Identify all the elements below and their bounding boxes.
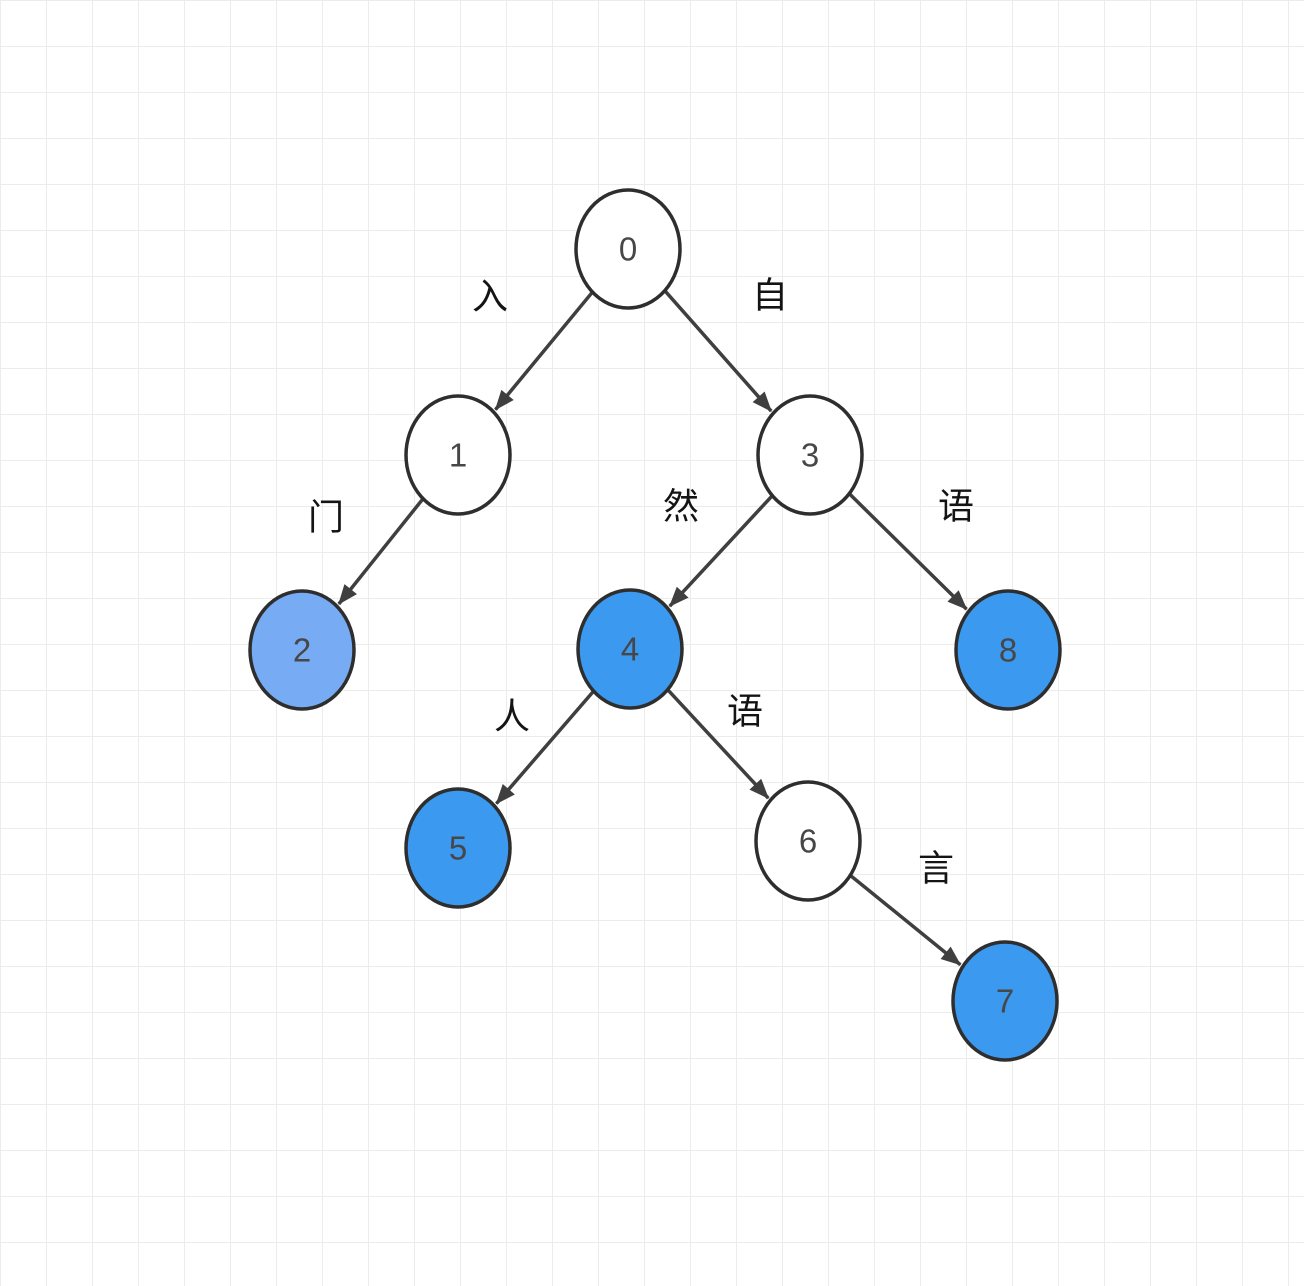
tree-node-label-4: 4 <box>621 631 639 668</box>
tree-node-label-2: 2 <box>293 632 311 669</box>
tree-node-label-6: 6 <box>799 823 817 860</box>
edge-label-3-8: 语 <box>938 486 974 527</box>
tree-node-5[interactable] <box>404 787 512 909</box>
tree-edge-0-1[interactable] <box>494 290 594 411</box>
edge-label-1-2: 门 <box>308 497 344 538</box>
tree-node-1[interactable] <box>404 394 512 516</box>
edge-label-4-5: 人 <box>494 696 530 737</box>
tree-node-label-5: 5 <box>449 830 467 867</box>
tree-edge-4-5[interactable] <box>495 689 595 805</box>
tree-edge-3-4[interactable] <box>668 494 774 608</box>
edge-label-0-1: 入 <box>472 276 508 317</box>
tree-node-label-8: 8 <box>999 632 1017 669</box>
tree-node-label-1: 1 <box>449 437 467 474</box>
tree-edge-0-3[interactable] <box>663 289 773 413</box>
tree-node-4[interactable] <box>576 588 684 710</box>
tree-edge-1-2[interactable] <box>337 497 425 606</box>
tree-node-label-3: 3 <box>801 437 819 474</box>
tree-node-8[interactable] <box>954 589 1062 711</box>
edge-label-6-7: 言 <box>918 848 954 889</box>
tree-edge-4-6[interactable] <box>666 688 770 800</box>
tree-node-2[interactable] <box>248 589 356 711</box>
tree-edge-6-7[interactable] <box>849 873 962 967</box>
tree-node-6[interactable] <box>754 780 862 902</box>
edge-label-0-3: 自 <box>752 275 788 316</box>
tree-node-label-0: 0 <box>619 231 637 268</box>
tree-node-3[interactable] <box>756 394 864 516</box>
edge-label-4-6: 语 <box>727 691 763 732</box>
tree-node-0[interactable] <box>574 188 682 310</box>
tree-node-7[interactable] <box>951 940 1059 1062</box>
edge-label-3-4: 然 <box>663 486 699 527</box>
tree-edge-3-8[interactable] <box>848 492 968 611</box>
tree-node-label-7: 7 <box>996 983 1014 1020</box>
